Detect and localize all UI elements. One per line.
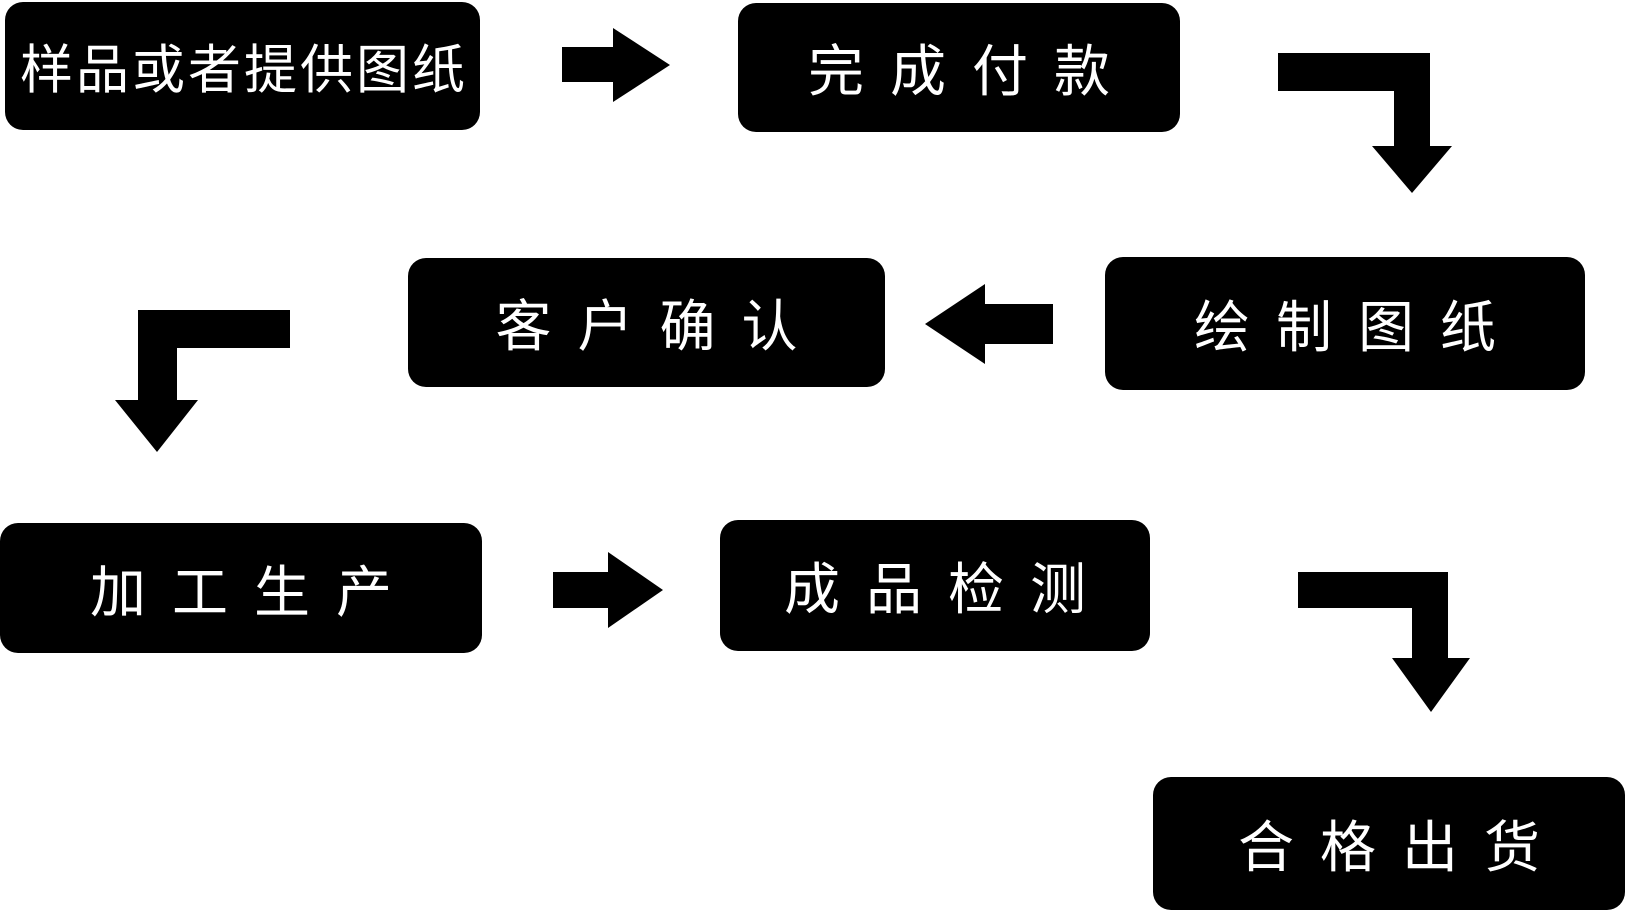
right-arrow-icon: [553, 552, 663, 628]
node-qualified-shipment: 合格出货: [1153, 777, 1625, 910]
elbow-down-left-arrow-icon: [115, 310, 290, 452]
node-product-inspection: 成品检测: [720, 520, 1150, 651]
elbow-down-arrow-icon: [1278, 53, 1452, 193]
node-customer-confirmation: 客户确认: [408, 258, 885, 387]
node-processing-production: 加工生产: [0, 523, 482, 653]
node-draw-blueprint: 绘制图纸: [1105, 257, 1585, 390]
right-arrow-icon: [562, 28, 670, 102]
node-sample-or-drawing: 样品或者提供图纸: [5, 2, 480, 130]
node-complete-payment: 完成付款: [738, 3, 1180, 132]
elbow-down-arrow-icon: [1298, 572, 1470, 712]
left-arrow-icon: [925, 284, 1053, 364]
